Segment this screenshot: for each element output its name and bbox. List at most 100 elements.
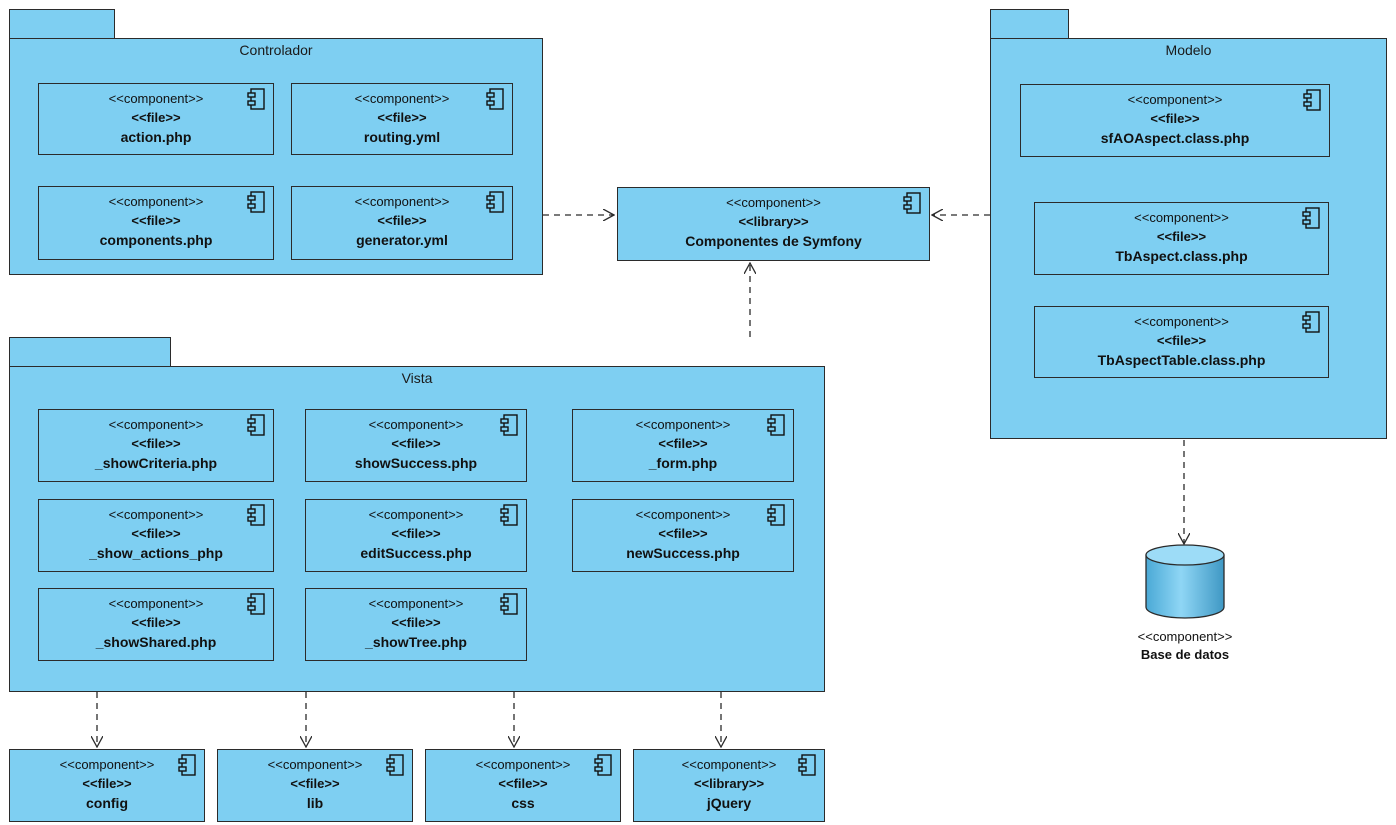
component-showcriteria[interactable]: <<component>> <<file>> _showCriteria.php [38,409,274,482]
component-name: generator.yml [356,232,448,248]
component-icon [798,754,816,776]
component-components-php[interactable]: <<component>> <<file>> components.php [38,186,274,260]
kind-label: <<file>> [82,776,132,791]
kind-label: <<file>> [391,436,441,451]
component-name: _showTree.php [365,634,467,650]
stereotype-label: <<component>> [1127,92,1223,107]
controlador-package-name: Controlador [239,42,313,58]
vista-package-name: Vista [401,370,433,386]
component-icon [594,754,612,776]
stereotype-label: <<component>> [1134,210,1229,225]
controlador-package-tab [9,9,115,39]
component-icon [1303,89,1321,111]
stereotype-label: <<component>> [108,507,204,522]
component-name: _showShared.php [95,634,217,650]
kind-label: <<file>> [391,526,441,541]
stereotype-label: <<component>> [475,757,571,772]
kind-label: <<library>> [738,214,809,229]
kind-label: <<file>> [131,110,181,125]
stereotype-label: <<component>> [368,417,464,432]
component-showactions[interactable]: <<component>> <<file>> _show_actions_php [38,499,274,572]
kind-label: <<file>> [290,776,340,791]
kind-label: <<file>> [658,436,708,451]
component-symfony[interactable]: <<component>> <<library>> Componentes de… [617,187,930,261]
kind-label: <<file>> [131,526,181,541]
stereotype-label: <<component>> [726,195,821,210]
component-jquery[interactable]: <<component>> <<library>> jQuery [633,749,825,822]
modelo-package-name: Modelo [1165,42,1212,58]
component-icon [178,754,196,776]
component-icon [486,88,504,110]
component-name: TbAspectTable.class.php [1097,352,1266,368]
component-name: lib [306,795,324,811]
component-icon [247,88,265,110]
database-icon[interactable] [1144,543,1226,621]
component-showsuccess[interactable]: <<component>> <<file>> showSuccess.php [305,409,527,482]
component-newsuccess[interactable]: <<component>> <<file>> newSuccess.php [572,499,794,572]
component-name: editSuccess.php [360,545,472,561]
component-icon [486,191,504,213]
component-name: components.php [99,232,213,248]
kind-label: <<file>> [131,615,181,630]
vista-package-tab [9,337,171,367]
stereotype-label: <<component>> [108,596,204,611]
kind-label: <<file>> [131,213,181,228]
component-sfaoaspect[interactable]: <<component>> <<file>> sfAOAspect.class.… [1020,84,1330,157]
kind-label: <<file>> [391,615,441,630]
component-lib[interactable]: <<component>> <<file>> lib [217,749,413,822]
component-name: _show_actions_php [89,545,223,561]
component-icon [903,192,921,214]
component-icon [500,414,518,436]
kind-label: <<file>> [377,213,427,228]
stereotype-label: <<component>> [267,757,363,772]
kind-label: <<file>> [1156,333,1207,348]
stereotype-label: <<component>> [368,507,464,522]
component-name: Componentes de Symfony [685,233,862,249]
component-action[interactable]: <<component>> <<file>> action.php [38,83,274,155]
kind-label: <<file>> [1156,229,1207,244]
kind-label: <<file>> [377,110,427,125]
component-icon [247,414,265,436]
component-icon [386,754,404,776]
component-name: config [86,795,128,811]
component-icon [500,504,518,526]
component-icon [500,593,518,615]
component-icon [767,504,785,526]
database-name: Base de datos [1140,647,1230,662]
stereotype-label: <<component>> [681,757,777,772]
component-editsuccess[interactable]: <<component>> <<file>> editSuccess.php [305,499,527,572]
stereotype-label: <<component>> [354,194,450,209]
component-name: showSuccess.php [354,455,478,471]
stereotype-label: <<component>> [1134,314,1229,329]
stereotype-label: <<component>> [108,91,204,106]
component-name: _showCriteria.php [94,455,218,471]
component-name: sfAOAspect.class.php [1100,130,1250,146]
stereotype-label: <<component>> [108,417,204,432]
component-name: TbAspect.class.php [1115,248,1248,264]
component-showtree[interactable]: <<component>> <<file>> _showTree.php [305,588,527,661]
component-icon [247,191,265,213]
component-icon [247,593,265,615]
kind-label: <<file>> [1150,111,1200,126]
stereotype-label: <<component>> [59,757,155,772]
kind-label: <<library>> [693,776,765,791]
stereotype-label: <<component>> [354,91,450,106]
component-icon [1302,311,1320,333]
component-name: jQuery [706,795,752,811]
database-stereotype: <<component>> [1137,629,1233,644]
component-icon [767,414,785,436]
component-icon [1302,207,1320,229]
component-tbaspect[interactable]: <<component>> <<file>> TbAspect.class.ph… [1034,202,1329,275]
component-config[interactable]: <<component>> <<file>> config [9,749,205,822]
component-form[interactable]: <<component>> <<file>> _form.php [572,409,794,482]
stereotype-label: <<component>> [635,417,731,432]
component-generator[interactable]: <<component>> <<file>> generator.yml [291,186,513,260]
component-css[interactable]: <<component>> <<file>> css [425,749,621,822]
kind-label: <<file>> [658,526,708,541]
component-icon [247,504,265,526]
component-tbaspecttable[interactable]: <<component>> <<file>> TbAspectTable.cla… [1034,306,1329,378]
component-showshared[interactable]: <<component>> <<file>> _showShared.php [38,588,274,661]
modelo-package-tab [990,9,1069,39]
kind-label: <<file>> [131,436,181,451]
component-routing[interactable]: <<component>> <<file>> routing.yml [291,83,513,155]
